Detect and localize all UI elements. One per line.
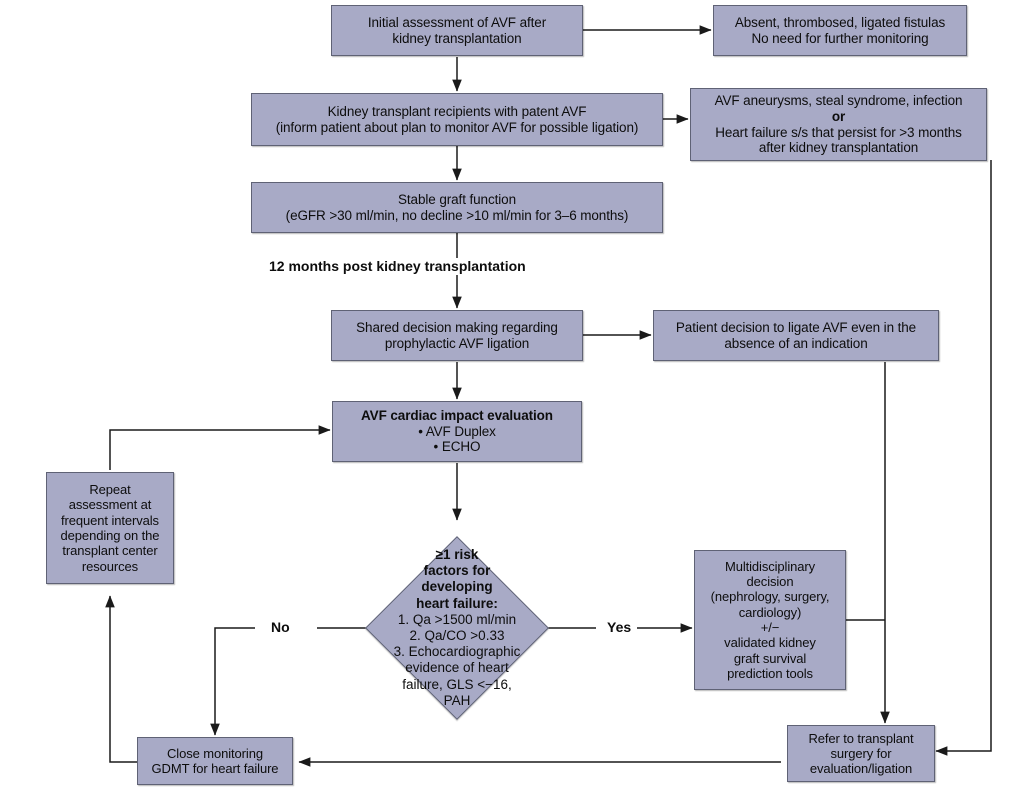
edge-close-to-repeat: [105, 595, 137, 763]
node-repeat-assessment[interactable]: Repeat assessment at frequent intervals …: [46, 472, 174, 584]
node-refer-surgery[interactable]: Refer to transplant surgery for evaluati…: [787, 725, 935, 782]
node-line: prophylactic AVF ligation: [384, 335, 530, 351]
node-line: • AVF Duplex: [418, 423, 496, 439]
node-line: Repeat: [89, 482, 131, 498]
node-line: absence of an indication: [724, 335, 868, 351]
label-no: No: [267, 619, 294, 635]
edge-complications-to-refer: [935, 160, 992, 756]
node-line: validated kidney: [724, 635, 816, 651]
label-yes: Yes: [603, 619, 636, 635]
node-line: prediction tools: [727, 665, 813, 681]
node-line: 1. Qa >1500 ml/min: [397, 611, 517, 627]
node-line: GDMT for heart failure: [151, 761, 279, 776]
node-line: No need for further monitoring: [751, 30, 929, 46]
edge-repeat-to-cardiac: [109, 425, 331, 470]
node-line: frequent intervals: [61, 512, 159, 528]
node-line: (eGFR >30 ml/min, no decline >10 ml/min …: [285, 207, 629, 223]
node-line: after kidney transplantation: [758, 140, 919, 156]
node-line: (inform patient about plan to monitor AV…: [275, 119, 639, 135]
node-line: Heart failure s/s that persist for >3 mo…: [715, 124, 962, 140]
node-line: resources: [81, 558, 139, 574]
node-heading-line: factors for: [423, 563, 491, 579]
node-line: failure, GLS <−16,: [402, 676, 512, 692]
node-line: kidney transplantation: [392, 30, 522, 46]
node-line: Kidney transplant recipients with patent…: [327, 103, 587, 119]
edge-risk-no-to-close: [210, 627, 255, 736]
node-line: Patient decision to ligate AVF even in t…: [675, 319, 917, 335]
node-shared-decision[interactable]: Shared decision making regarding prophyl…: [331, 310, 583, 361]
node-line: assessment at: [68, 497, 152, 513]
node-patent-avf[interactable]: Kidney transplant recipients with patent…: [251, 93, 663, 146]
node-line: Stable graft function: [398, 191, 516, 207]
node-close-monitoring[interactable]: Close monitoring GDMT for heart failure: [137, 737, 293, 785]
node-line: 3. Echocardiographic: [393, 644, 521, 660]
node-line: Refer to transplant: [808, 730, 914, 746]
node-initial-assessment[interactable]: Initial assessment of AVF after kidney t…: [331, 5, 583, 56]
node-line: surgery for: [830, 745, 892, 761]
node-absent-fistulas[interactable]: Absent, thrombosed, ligated fistulas No …: [713, 5, 967, 56]
node-multidisciplinary[interactable]: Multidisciplinary decision (nephrology, …: [694, 550, 846, 690]
node-line: Multidisciplinary: [724, 558, 816, 574]
node-line: decision: [746, 574, 794, 590]
node-line: AVF aneurysms, steal syndrome, infection: [714, 92, 963, 108]
node-line: depending on the: [60, 528, 160, 543]
node-line: (nephrology, surgery,: [710, 589, 830, 605]
node-heading-line: ≥1 risk: [435, 547, 479, 563]
node-line: PAH: [443, 692, 471, 708]
node-line: graft survival: [733, 650, 807, 666]
node-line: Close monitoring: [167, 745, 263, 761]
node-heading-line: heart failure:: [416, 595, 498, 611]
node-heading: AVF cardiac impact evaluation: [361, 407, 553, 423]
node-cardiac-impact[interactable]: AVF cardiac impact evaluation • AVF Dupl…: [332, 401, 582, 462]
node-heading-line: developing: [421, 579, 493, 595]
node-line: Shared decision making regarding: [356, 319, 558, 335]
node-line: transplant center: [62, 543, 158, 559]
diamond-text: ≥1 risk factors for developing heart fai…: [357, 503, 557, 753]
node-patient-decision[interactable]: Patient decision to ligate AVF even in t…: [653, 310, 939, 361]
node-line: • ECHO: [433, 439, 481, 455]
node-line: Initial assessment of AVF after: [367, 14, 547, 30]
node-line: cardiology): [738, 604, 802, 620]
node-line: 2. Qa/CO >0.33: [409, 628, 505, 643]
node-complications[interactable]: AVF aneurysms, steal syndrome, infection…: [690, 88, 987, 161]
label-twelve-months: 12 months post kidney transplantation: [265, 258, 530, 274]
node-line-or: or: [831, 108, 846, 124]
node-line: Absent, thrombosed, ligated fistulas: [734, 14, 946, 30]
node-line: +/−: [760, 620, 780, 635]
node-line: evaluation/ligation: [809, 761, 913, 777]
node-stable-graft[interactable]: Stable graft function (eGFR >30 ml/min, …: [251, 182, 663, 233]
node-line: evidence of heart: [405, 660, 509, 676]
node-risk-decision[interactable]: ≥1 risk factors for developing heart fai…: [365, 536, 549, 720]
